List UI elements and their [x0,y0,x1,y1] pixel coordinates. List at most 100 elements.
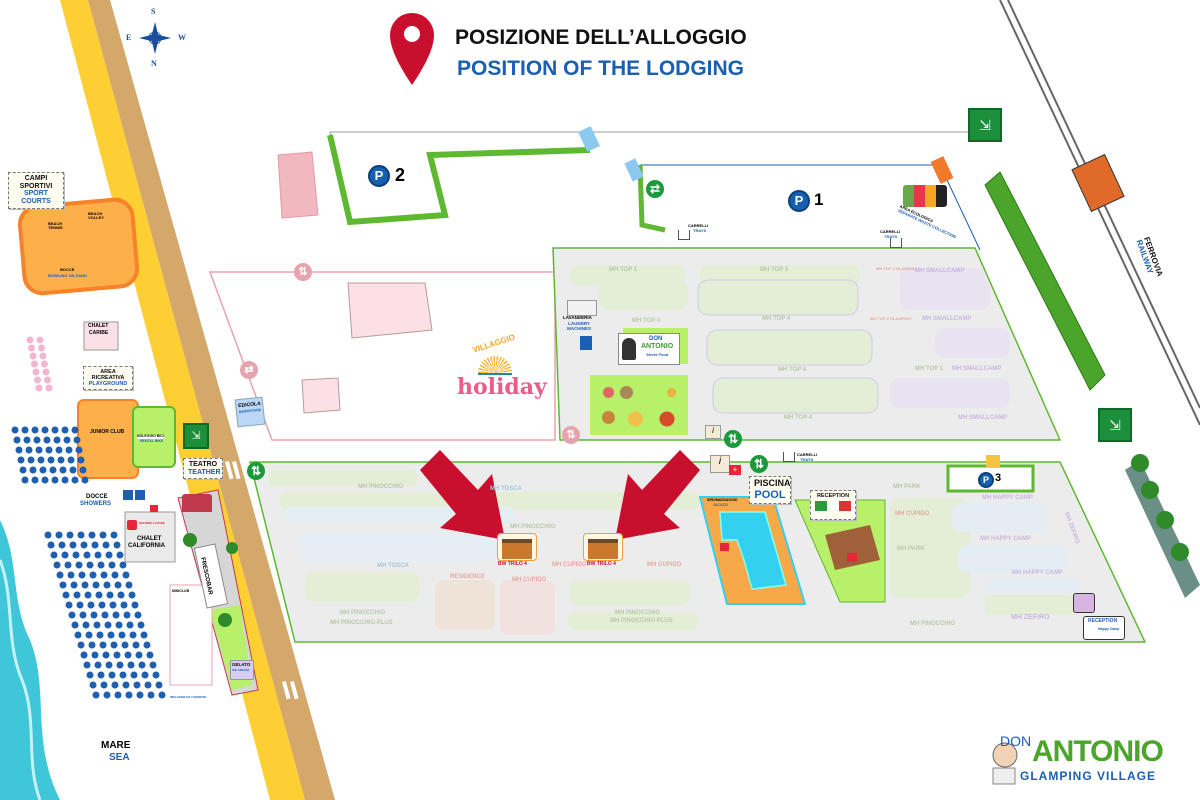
emergency-exit-icon: ⇲ [183,423,209,449]
compass-s: N [151,59,157,68]
zone-label: MH HAPPY CAMP [982,495,1033,501]
sport-courts-it2: SPORTIVI [19,182,53,190]
showers-label-en: SHOWERS [80,501,112,507]
newsstand: EDICOLA NEWSSTAND [234,396,266,428]
umbrella-icon [41,360,48,368]
map-pin-icon [390,13,434,85]
zone-label: MH CUPIDO [512,577,547,583]
parking-icon: P [368,165,390,187]
junior-club-area [77,399,139,479]
umbrella-icon [103,581,111,589]
umbrella-icon [86,561,94,569]
umbrella-icon [108,561,116,569]
umbrella-icon [115,621,123,629]
umbrella-icon [31,476,39,484]
umbrella-icon [87,601,95,609]
umbrella-icon [105,551,113,559]
umbrella-icon [116,661,124,669]
umbrella-icon [127,661,135,669]
umbrella-icon [44,376,51,384]
umbrella-icon [82,621,90,629]
umbrella-icon [97,671,105,679]
first-aid-icon: + [729,465,741,475]
umbrella-icon [108,671,116,679]
umbrella-icon [11,426,19,434]
umbrella-icon [81,476,89,484]
chalet-caribe-label2: CARIBE [89,330,109,336]
theater-it: TEATRO [188,461,218,468]
reception-2-building [1073,593,1095,613]
reception-sign: RECEPTION [810,490,856,520]
laundry-label: LAVANDERIA [563,315,592,320]
umbrella-icon [88,641,96,649]
gelato-label: GELATO [232,662,251,667]
umbrella-icon [37,456,45,464]
two-way-traffic-icon: ⇅ [724,430,742,448]
umbrella-icon [58,541,66,549]
zone-label: MH ZEFIRO [1011,614,1050,621]
umbrella-icon [121,641,129,649]
zone-label: MH TOP 1 [609,267,638,273]
compass-e: E [126,33,132,42]
umbrella-icon [119,561,127,569]
sea-label-en: SEA [109,752,130,763]
umbrella-icon [114,691,122,699]
showers-label: DOCCE [86,494,108,500]
umbrella-icon [125,581,133,589]
info-icon: i [710,455,730,473]
compass-icon [139,22,171,54]
umbrella-icon [39,352,47,360]
zone-label: MH PINOCCHIO [615,610,660,616]
umbrella-icon [81,581,89,589]
two-way-traffic-icon: ⇄ [240,361,258,379]
food-icons [595,380,685,430]
zone-label: MH PINOCCHIO PLUS [610,618,673,624]
umbrella-icon [83,661,91,669]
umbrella-icon [47,456,55,464]
umbrella-icon [94,661,102,669]
umbrella-icon [77,456,85,464]
toilet-icon [123,490,133,500]
emergency-exit-icon: ⇲ [968,108,1002,142]
umbrella-icon [99,531,107,539]
umbrella-icon [132,641,140,649]
accessibility-icon [135,490,145,500]
umbrella-icon [80,541,88,549]
umbrella-icon [128,591,136,599]
cart-icon [678,230,690,240]
palm-strip [1125,460,1200,598]
umbrella-icon [77,531,85,539]
umbrella-icon [134,611,142,619]
zone-label: MH CUPIDO [552,562,587,568]
pool-sign: PISCINA POOL [749,476,791,504]
logo-antonio: ANTONIO [1032,735,1164,768]
umbrella-icon [135,651,143,659]
umbrella-icon [117,591,125,599]
umbrella-icon [49,466,57,474]
lodging-bw-trilo-4[interactable] [583,533,623,561]
umbrella-icon [76,601,84,609]
umbrella-icon [125,691,133,699]
parking-icon: P [788,190,810,212]
umbrella-icon [130,671,138,679]
umbrella-icon [31,360,38,368]
umbrella-icon [55,531,63,539]
umbrella-icon [84,591,92,599]
first-aid-icon [150,505,158,512]
arrow-left [420,450,505,540]
cart-icon [783,452,795,462]
umbrella-icon [61,551,69,559]
logo-don: DON [1000,733,1032,749]
umbrella-icon [133,681,141,689]
gelato-kiosk: GELATO ICE CREAM [230,660,254,680]
umbrella-icon [143,641,151,649]
umbrella-icon [89,681,97,689]
umbrella-icon [39,466,47,474]
zone-label: MH CUPIDO [895,511,930,517]
lodging-bw-trilo-4[interactable] [497,533,537,561]
sport-courts-en1: SPORT [23,190,49,198]
umbrella-icon [92,581,100,589]
football-field [277,151,319,219]
happy-camp-brand: Happy Camp [1098,627,1120,631]
umbrella-icon [51,426,59,434]
